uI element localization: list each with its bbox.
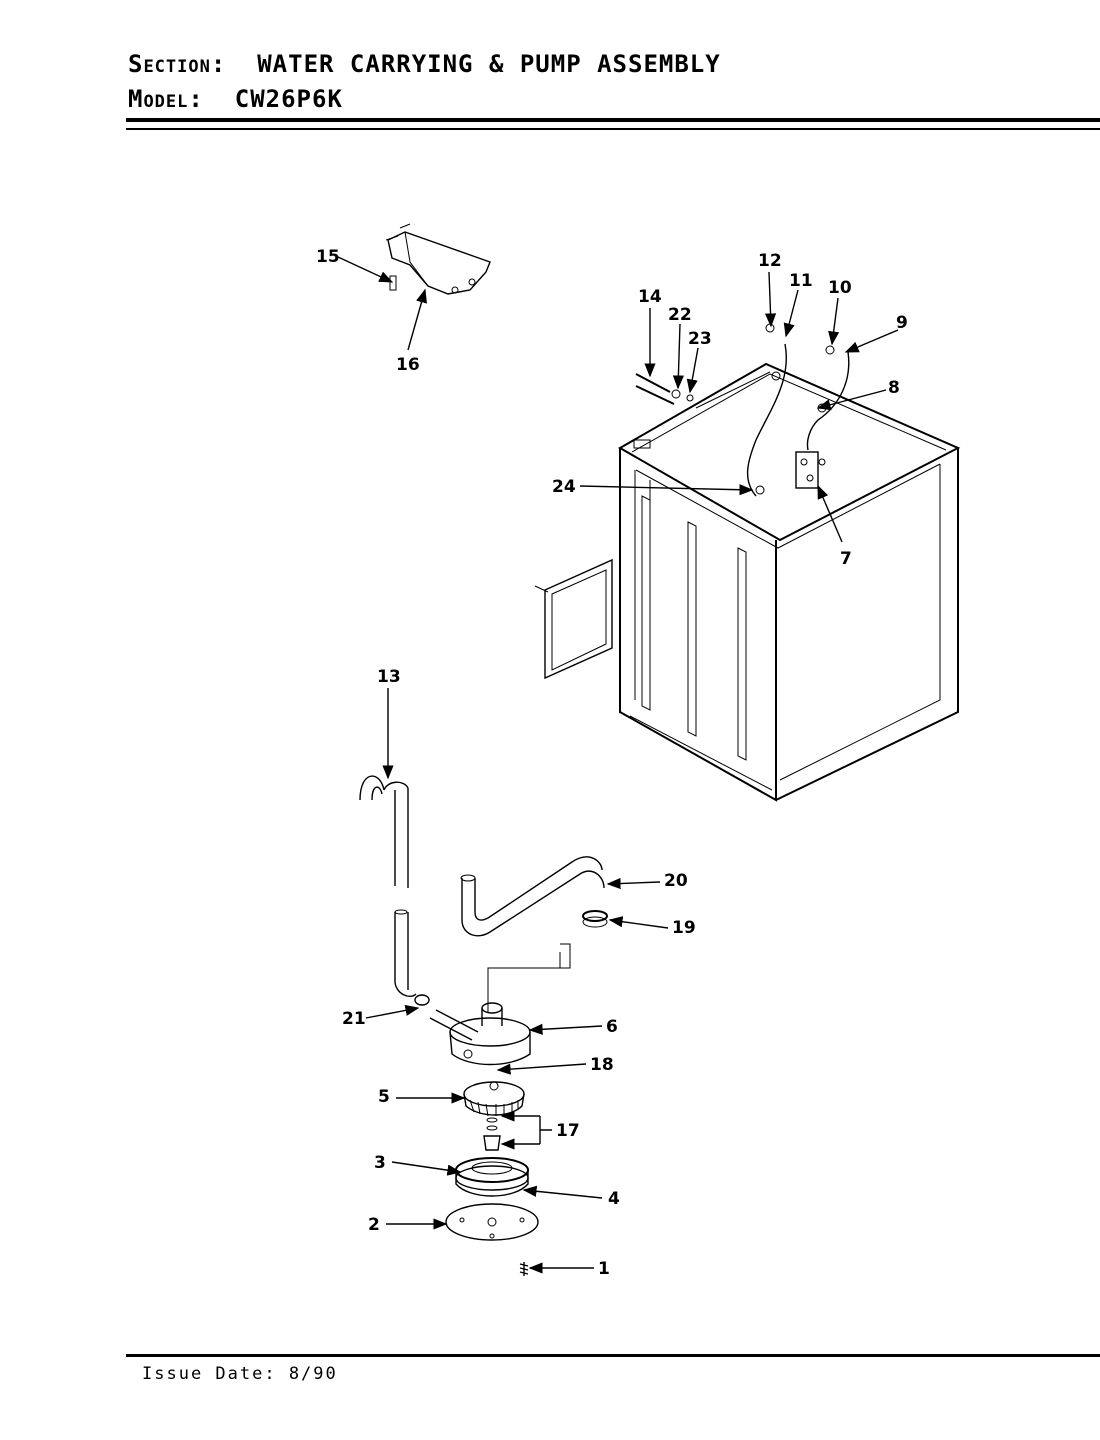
callout-3: 3 xyxy=(374,1153,386,1173)
callout-13: 13 xyxy=(377,667,401,687)
callout-9: 9 xyxy=(896,313,908,333)
base-plate xyxy=(445,1203,539,1241)
callout-4: 4 xyxy=(608,1189,620,1209)
callout-20: 20 xyxy=(664,871,688,891)
pump-cover xyxy=(455,1157,529,1197)
callout-7: 7 xyxy=(840,549,852,569)
callout-21: 21 xyxy=(342,1009,366,1029)
callout-22: 22 xyxy=(668,305,692,325)
callout-10: 10 xyxy=(828,278,852,298)
callout-8: 8 xyxy=(888,378,900,398)
callout-17: 17 xyxy=(556,1121,580,1141)
callout-24: 24 xyxy=(552,477,576,497)
callout-16: 16 xyxy=(396,355,420,375)
callout-11: 11 xyxy=(789,271,813,291)
model-key: Model: xyxy=(128,85,204,113)
model-heading: Model: CW26P6K xyxy=(128,85,343,113)
hose-clamp xyxy=(582,910,608,928)
seal-set xyxy=(483,1117,501,1151)
bracket-assembly xyxy=(385,223,491,295)
screw xyxy=(519,1262,529,1276)
callout-18: 18 xyxy=(590,1055,614,1075)
header-rule-thin xyxy=(126,128,1100,130)
callout-1: 1 xyxy=(598,1259,610,1279)
drain-hose xyxy=(359,775,417,998)
section-heading: Section: WATER CARRYING & PUMP ASSEMBLY xyxy=(128,50,721,78)
section-value: WATER CARRYING & PUMP ASSEMBLY xyxy=(257,50,721,78)
cabinet-assembly xyxy=(534,323,961,802)
pump-hose xyxy=(460,856,605,937)
pump-assembly xyxy=(414,943,571,1066)
footer-rule-thick xyxy=(126,1354,1100,1357)
section-key: Section: xyxy=(128,50,227,78)
model-value: CW26P6K xyxy=(234,85,343,113)
callout-12: 12 xyxy=(758,251,782,271)
callout-19: 19 xyxy=(672,918,696,938)
callout-leaders xyxy=(337,256,899,1274)
callout-23: 23 xyxy=(688,329,712,349)
impeller xyxy=(463,1081,525,1117)
callout-15: 15 xyxy=(316,247,340,267)
callout-6: 6 xyxy=(606,1017,618,1037)
header-rule-thick xyxy=(126,118,1100,122)
callout-2: 2 xyxy=(368,1215,380,1235)
issue-date: Issue Date: 8/90 xyxy=(142,1364,338,1384)
callout-5: 5 xyxy=(378,1087,390,1107)
callout-14: 14 xyxy=(638,287,662,307)
